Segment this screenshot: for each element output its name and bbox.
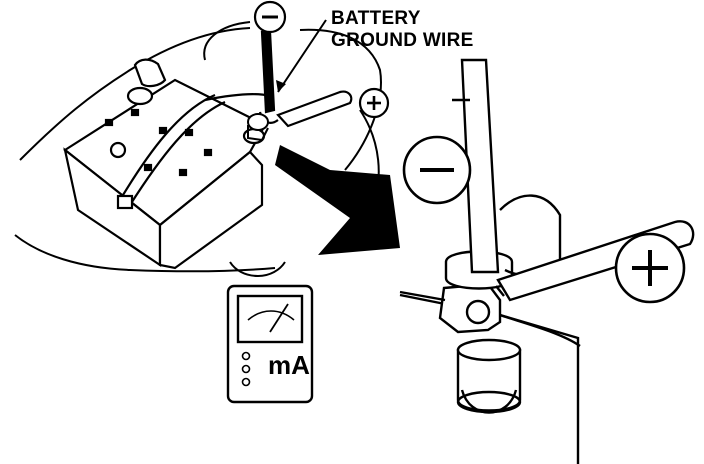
callout-line-2: GROUND WIRE <box>331 30 474 51</box>
positive-symbol-small <box>358 87 390 119</box>
battery-overview <box>63 78 267 270</box>
closeup-detail <box>399 58 695 464</box>
callout-line-1: BATTERY <box>331 8 421 29</box>
engine-bay-outline <box>14 21 382 278</box>
negative-probe-overview <box>258 30 279 124</box>
battery-ground-wire-label: BATTERY GROUND WIRE <box>331 8 474 52</box>
callout-leader-line <box>277 19 327 93</box>
zoom-arrow <box>275 145 400 255</box>
negative-symbol-large <box>402 135 472 205</box>
positive-cable <box>133 58 271 102</box>
negative-symbol-small <box>253 0 287 34</box>
positive-probe-overview <box>276 90 353 128</box>
meter-unit-label: mA <box>268 350 310 380</box>
positive-symbol-large <box>614 232 686 304</box>
callout-arrowhead <box>276 80 286 92</box>
milliammeter <box>226 284 314 404</box>
ground-clamp-overview <box>247 113 269 142</box>
